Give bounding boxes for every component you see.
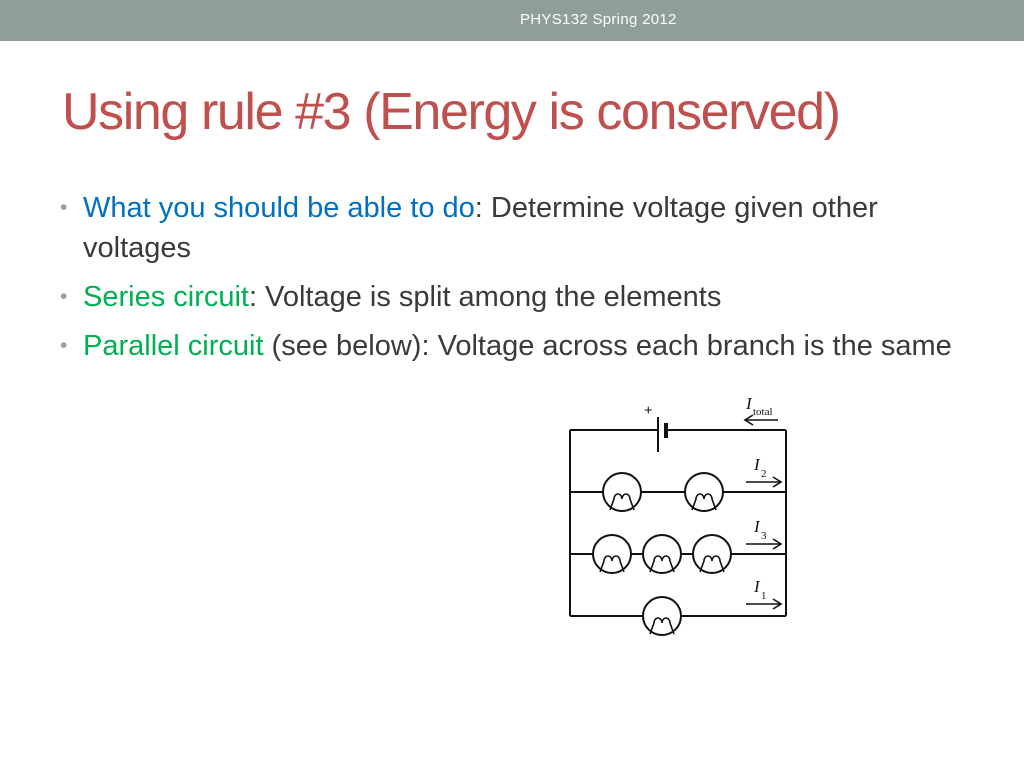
current-subscript-1: 1 xyxy=(761,590,767,602)
filament xyxy=(649,617,675,635)
bullet-keyword: What you should be able to do xyxy=(83,192,475,224)
parallel-circuit-diagram: + I total I 2 I 3 I 1 xyxy=(569,394,787,636)
arrow-head-icon xyxy=(743,414,754,426)
slide-title: Using rule #3 (Energy is conserved) xyxy=(62,83,841,141)
current-label-total: I xyxy=(745,394,753,413)
bulb-icon xyxy=(684,472,724,512)
course-label: PHYS132 Spring 2012 xyxy=(520,11,677,28)
header-bar: PHYS132 Spring 2012 xyxy=(0,0,1024,41)
filament xyxy=(609,493,635,511)
bulb-icon xyxy=(692,534,732,574)
current-subscript-3: 3 xyxy=(761,530,767,542)
bullet-keyword: Series circuit xyxy=(83,281,249,313)
bullet-item: • Parallel circuit (see below): Voltage a… xyxy=(60,326,970,366)
filament xyxy=(699,555,725,573)
bulb-icon xyxy=(592,534,632,574)
bulb-icon xyxy=(602,472,642,512)
current-subscript-total: total xyxy=(753,406,773,418)
bullet-text: : Determine voltage given other voltages xyxy=(83,192,878,264)
current-label-1: I xyxy=(753,577,761,596)
bullet-text: (see below): Voltage across each branch … xyxy=(263,330,952,362)
bullet-dot-icon: • xyxy=(60,196,68,219)
current-subscript-2: 2 xyxy=(761,468,767,480)
filament xyxy=(649,555,675,573)
arrow-head-icon xyxy=(772,538,783,550)
filament xyxy=(599,555,625,573)
filament xyxy=(691,493,717,511)
bullet-dot-icon: • xyxy=(60,334,68,357)
current-label-3: I xyxy=(753,517,761,536)
bullet-item: • Series circuit: Voltage is split among … xyxy=(60,277,970,317)
battery-plus-sign: + xyxy=(644,403,653,419)
arrow-head-icon xyxy=(772,476,783,488)
bullet-list: • What you should be able to do: Determin… xyxy=(60,188,970,375)
bulb-icon xyxy=(642,596,682,636)
bullet-dot-icon: • xyxy=(60,285,68,308)
bulb-icon xyxy=(642,534,682,574)
bullet-item: • What you should be able to do: Determin… xyxy=(60,188,970,268)
bullet-text: : Voltage is split among the elements xyxy=(249,281,722,313)
current-label-2: I xyxy=(753,455,761,474)
bullet-keyword: Parallel circuit xyxy=(83,330,264,362)
arrow-head-icon xyxy=(772,598,783,610)
